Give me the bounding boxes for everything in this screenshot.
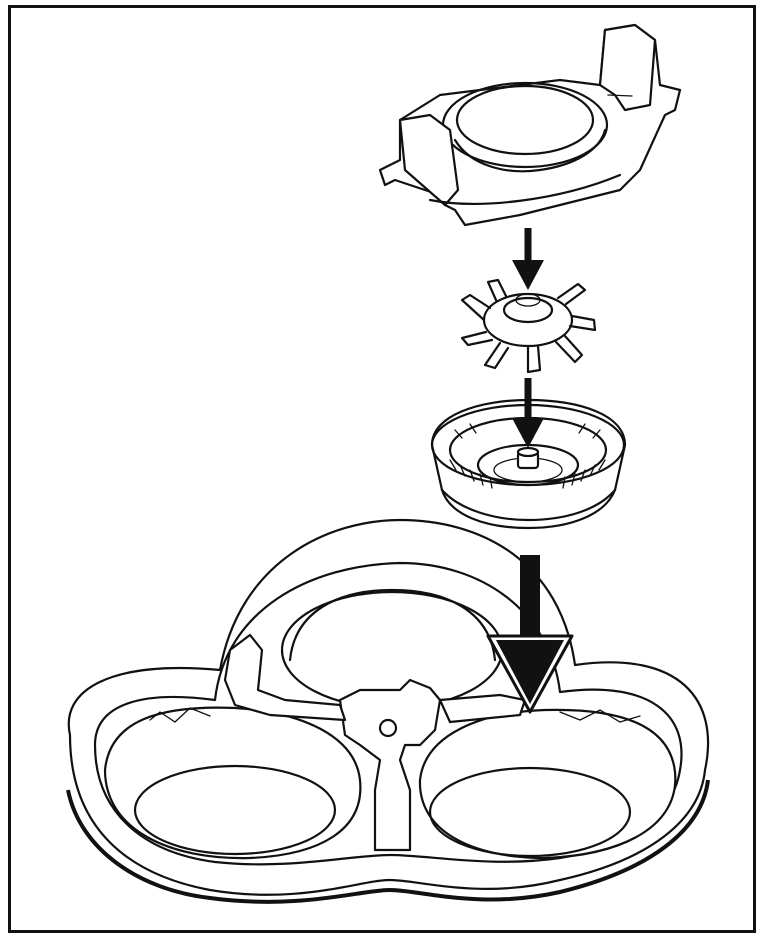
- retaining-frame: [378, 23, 682, 227]
- assembly-arrow-3: [486, 555, 574, 714]
- assembly-arrow-1: [512, 228, 544, 290]
- blade-unit: [460, 278, 597, 374]
- shaving-head-holder: [66, 518, 710, 904]
- cutter-teeth: [449, 423, 606, 489]
- assembly-arrow-2: [512, 378, 544, 448]
